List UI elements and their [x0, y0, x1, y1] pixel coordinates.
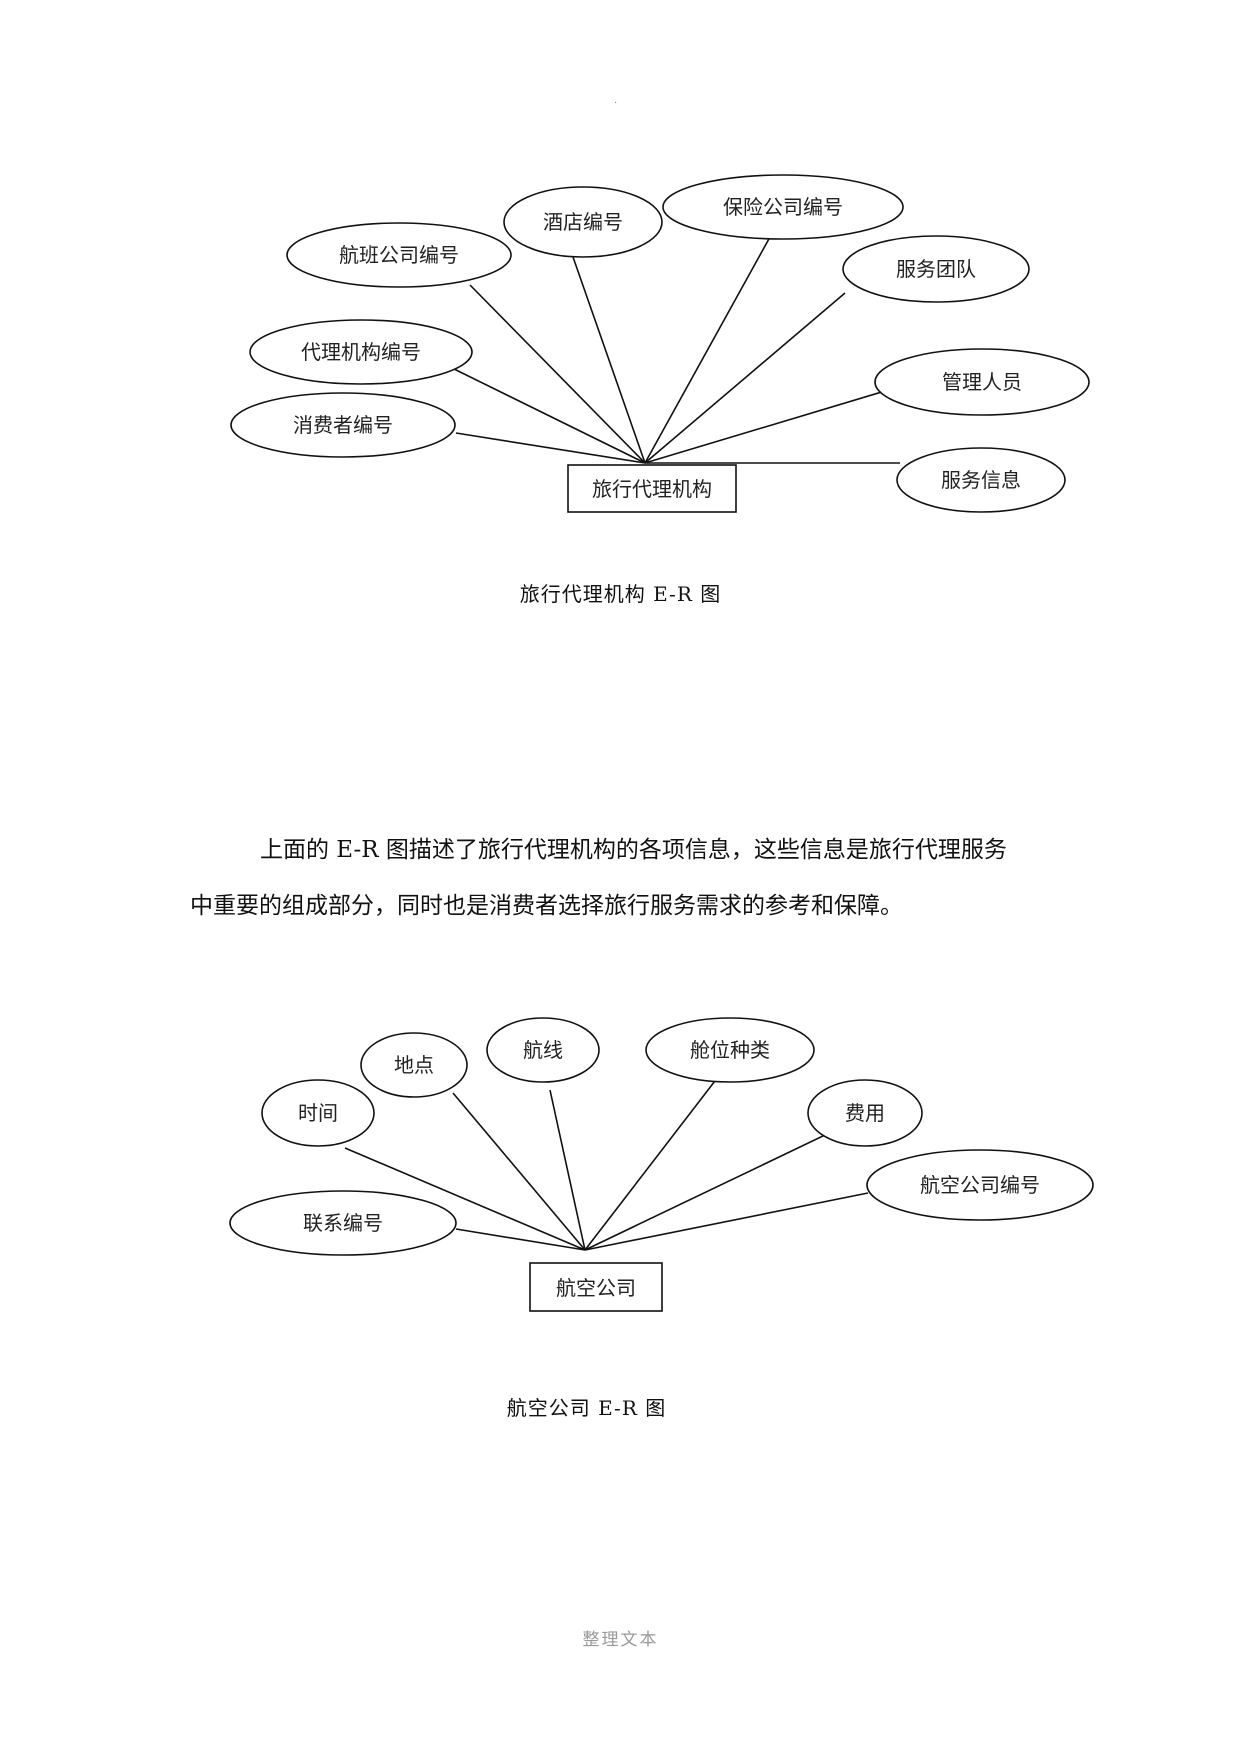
diagram-caption-airline: 航空公司 E-R 图: [506, 1396, 667, 1420]
entity-label: 旅行代理机构: [592, 477, 712, 501]
attribute-label: 费用: [845, 1101, 885, 1125]
attribute-label: 服务信息: [941, 468, 1021, 492]
attribute-ellipse: 酒店编号: [503, 186, 663, 258]
attribute-ellipse: 舱位种类: [645, 1017, 815, 1083]
entity-box: 航空公司: [529, 1262, 663, 1312]
attribute-ellipse: 时间: [261, 1079, 375, 1147]
attribute-ellipse: 航空公司编号: [866, 1149, 1094, 1221]
attribute-label: 时间: [298, 1101, 338, 1125]
attribute-label: 管理人员: [942, 370, 1022, 394]
connector: [584, 1134, 826, 1251]
connector: [455, 432, 646, 464]
entity-box: 旅行代理机构: [567, 464, 737, 513]
attribute-ellipse: 航班公司编号: [286, 222, 512, 288]
entity-label: 航空公司: [556, 1276, 636, 1300]
connector: [584, 1192, 869, 1251]
attribute-label: 舱位种类: [690, 1038, 770, 1062]
connector: [644, 384, 906, 464]
attribute-ellipse: 联系编号: [229, 1190, 457, 1256]
attribute-ellipse: 地点: [360, 1032, 468, 1098]
connector: [584, 1076, 719, 1251]
attribute-ellipse: 保险公司编号: [662, 174, 904, 240]
connector-lines: [449, 236, 906, 464]
attribute-label: 酒店编号: [543, 210, 623, 234]
connector: [644, 292, 846, 464]
connector-lines: [344, 1076, 869, 1251]
connector: [549, 1089, 586, 1251]
er-diagram-travel-agency: 旅行代理机构 航班公司编号 酒店编号 保险公司编号 服务团队: [0, 165, 1241, 530]
connector: [469, 284, 646, 464]
er-diagram-airline: 航空公司 地点 航线 舱位种类 时间: [0, 1015, 1241, 1335]
attribute-label: 保险公司编号: [723, 195, 843, 219]
attribute-label: 联系编号: [303, 1211, 383, 1235]
connector: [644, 236, 771, 464]
attribute-ellipse: 消费者编号: [230, 392, 456, 458]
attribute-label: 服务团队: [896, 257, 976, 281]
attribute-label: 地点: [394, 1053, 434, 1077]
connector: [455, 1228, 586, 1251]
er-diagram-airline-svg: 航空公司 地点 航线 舱位种类 时间: [229, 1017, 1094, 1312]
connector: [572, 256, 646, 464]
header-mark: ·: [614, 98, 618, 109]
attribute-ellipse: 服务信息: [896, 447, 1066, 513]
attribute-label: 航空公司编号: [920, 1173, 1040, 1197]
attribute-label: 航线: [523, 1038, 563, 1062]
footer-text: 整理文本: [582, 1630, 659, 1650]
paragraph-line-1: 上面的 E-R 图描述了旅行代理机构的各项信息，这些信息是旅行代理服务: [260, 837, 1007, 863]
attribute-label: 航班公司编号: [339, 243, 459, 267]
attribute-ellipse: 管理人员: [874, 348, 1090, 416]
diagram-caption-travel-agency: 旅行代理机构 E-R 图: [519, 582, 722, 606]
body-paragraph: 上面的 E-R 图描述了旅行代理机构的各项信息，这些信息是旅行代理服务 中重要的…: [190, 822, 1070, 934]
paragraph-line-2: 中重要的组成部分，同时也是消费者选择旅行服务需求的参考和保障。: [190, 893, 903, 919]
attribute-label: 代理机构编号: [301, 340, 421, 364]
connector: [449, 366, 646, 464]
connector: [344, 1147, 586, 1251]
er-diagram-travel-agency-svg: 旅行代理机构 航班公司编号 酒店编号 保险公司编号 服务团队: [230, 174, 1090, 513]
attribute-ellipse: 服务团队: [842, 235, 1030, 303]
attribute-label: 消费者编号: [293, 413, 393, 437]
attribute-ellipse: 费用: [807, 1079, 923, 1147]
connector: [452, 1092, 586, 1251]
attribute-ellipse: 航线: [486, 1017, 600, 1083]
attribute-ellipse: 代理机构编号: [249, 319, 473, 385]
